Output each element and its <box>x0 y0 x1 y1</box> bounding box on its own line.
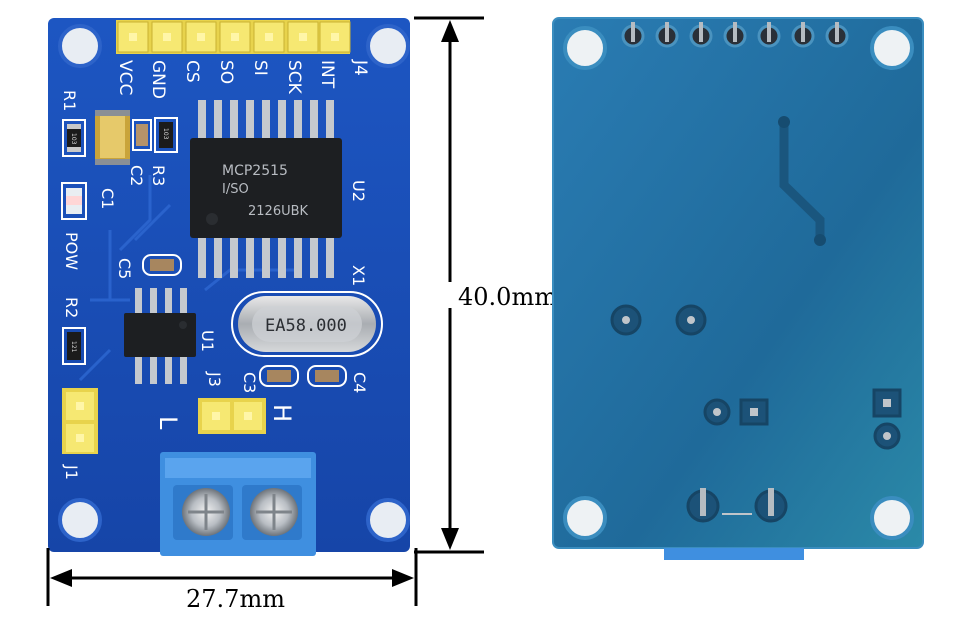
silk-c2: C2 <box>127 165 146 186</box>
pin-label-int: INT <box>317 60 337 89</box>
resistor-mark-r3: 103 <box>162 128 169 140</box>
resistor-r2: 121 <box>62 327 86 365</box>
silk-j1: J1 <box>62 464 81 480</box>
back-header-pads <box>621 22 849 48</box>
pin-label-sck: SCK <box>284 60 304 95</box>
silk-u1: U1 <box>198 330 217 352</box>
pin-label-cs: CS <box>182 60 202 83</box>
ic-mcp2515-line3: 2126UBK <box>248 204 309 219</box>
pin-label-si: SI <box>250 60 270 76</box>
pin-label-so: SO <box>216 60 236 84</box>
height-dimension <box>414 16 484 554</box>
jumper-j3 <box>198 398 266 434</box>
capacitor-c1 <box>95 110 130 165</box>
width-dimension <box>46 548 418 606</box>
connector-label-j4: J4 <box>350 59 370 76</box>
resistor-mark-r2: 121 <box>70 341 77 353</box>
silk-u2: U2 <box>349 180 368 202</box>
crystal-x1: EA58.000 <box>231 291 383 357</box>
silk-r1: R1 <box>60 90 79 111</box>
back-trace <box>779 117 825 245</box>
ic-mcp2515: MCP2515 I/SO 2126UBK <box>190 100 342 278</box>
height-label: 40.0mm <box>458 283 557 311</box>
power-led <box>61 182 87 220</box>
width-label: 27.7mm <box>186 585 285 613</box>
jumper-j1 <box>62 388 98 454</box>
front-board: VCC GND CS SO SI SCK INT J4 R1 103 <box>48 18 410 556</box>
silk-j3: J3 <box>205 371 224 387</box>
silk-pow: POW <box>62 232 81 270</box>
silk-c5: C5 <box>115 258 134 279</box>
pin-label-vcc: VCC <box>115 60 135 95</box>
silk-low: L <box>154 416 182 430</box>
silk-c4: C4 <box>350 372 369 393</box>
capacitor-c4 <box>307 365 347 387</box>
pin-label-gnd: GND <box>148 60 168 99</box>
back-solder-pads <box>610 304 902 523</box>
resistor-mark-r1: 103 <box>70 133 77 145</box>
silk-r3: R3 <box>149 165 168 186</box>
ic-mcp2515-line2: I/SO <box>222 182 249 197</box>
back-mounting-hole <box>563 26 914 540</box>
resistor-r1: 103 <box>62 119 86 157</box>
pin-header-j4 <box>116 20 351 54</box>
silk-c1: C1 <box>98 188 117 209</box>
silk-x1: X1 <box>349 265 368 286</box>
resistor-r3: 103 <box>154 117 178 153</box>
mounting-hole <box>58 24 410 542</box>
capacitor-c5 <box>142 254 182 276</box>
silk-r2: R2 <box>62 297 81 318</box>
crystal-marking: EA58.000 <box>265 316 347 336</box>
header-pin-labels: VCC GND CS SO SI SCK INT J4 <box>115 59 370 99</box>
capacitor-c3 <box>259 365 299 387</box>
back-terminal-edge <box>664 548 804 560</box>
screw-terminal <box>160 452 316 556</box>
ic-mcp2515-line1: MCP2515 <box>222 163 288 179</box>
silk-c3: C3 <box>240 372 259 393</box>
capacitor-c2 <box>132 119 152 151</box>
back-board <box>552 17 924 560</box>
silk-high: H <box>268 404 296 422</box>
ic-u1 <box>124 288 196 384</box>
